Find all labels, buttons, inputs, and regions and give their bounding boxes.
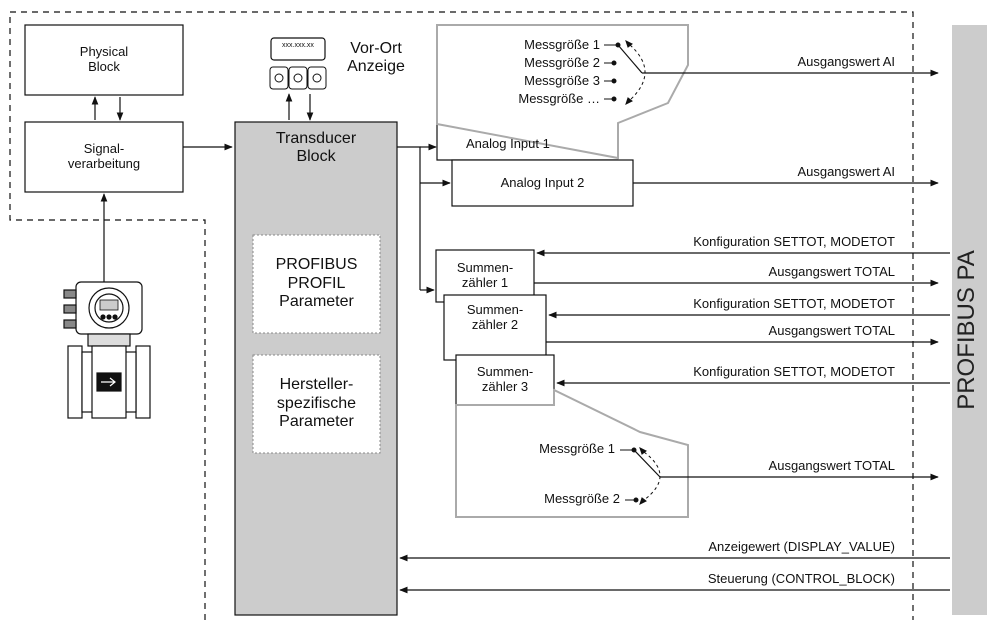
profibus-pa-label: PROFIBUS PA: [942, 200, 987, 460]
analog-input-2-block: [451, 159, 634, 207]
local-display-label: Vor-Ort Anzeige: [347, 40, 405, 76]
profibus-bus: [952, 25, 987, 615]
total-selector-switch: [620, 447, 688, 505]
signal-processing-label: Signal- verarbeitung: [67, 141, 141, 171]
physical-block: [24, 24, 184, 96]
flowmeter-icon: [63, 281, 151, 419]
total1-label: Ausgangswert TOTAL: [768, 264, 895, 279]
display-value-label: Anzeigewert (DISPLAY_VALUE): [708, 539, 895, 554]
profibus-pa-text: PROFIBUS PA: [953, 250, 980, 410]
total-selector-input-2: Messgröße 2: [544, 491, 620, 506]
control-block-label: Steuerung (CONTROL_BLOCK): [707, 571, 895, 586]
signal-processing-block: [24, 121, 184, 193]
analog-input-1-label: Analog Input 1: [466, 136, 550, 151]
total3-label: Ausgangswert TOTAL: [768, 458, 895, 473]
ai-selector-input-3: Messgröße 3: [524, 73, 600, 88]
display-keys-icon: [269, 66, 327, 90]
total-selector-callout: [455, 388, 689, 518]
profibus-profil-box: [252, 234, 381, 334]
cfg2-label: Konfiguration SETTOT, MODETOT: [693, 296, 895, 311]
manufacturer-param-box: [252, 354, 381, 454]
display-screen-icon: [270, 37, 326, 61]
totalizer-1-label: Summen- zähler 1: [456, 260, 514, 290]
total-selector-input-1: Messgröße 1: [539, 441, 615, 456]
ai-selector-input-1: Messgröße 1: [524, 37, 600, 52]
totalizer-3-block: [455, 354, 555, 406]
physical-block-label: Physical Block: [79, 44, 129, 74]
ai-selector-callout: [436, 24, 689, 160]
cfg3-label: Konfiguration SETTOT, MODETOT: [693, 364, 895, 379]
device-boundary: [9, 11, 914, 620]
totalizer-2-label: Summen- zähler 2: [466, 302, 524, 332]
ai-selector-input-4: Messgröße …: [518, 91, 600, 106]
ai2-output-label: Ausgangswert AI: [797, 164, 895, 179]
ai1-output-label: Ausgangswert AI: [797, 54, 895, 69]
profibus-profil-label: PROFIBUS PROFIL Parameter: [275, 256, 358, 311]
wire-transducer-out: [397, 146, 421, 290]
transducer-block-label: Transducer Block: [275, 130, 357, 166]
total2-label: Ausgangswert TOTAL: [768, 323, 895, 338]
analog-input-2-label: Analog Input 2: [500, 174, 585, 190]
totalizer-3-label: Summen- zähler 3: [476, 364, 534, 394]
ai-selector-input-2: Messgröße 2: [524, 55, 600, 70]
manufacturer-param-label: Hersteller- spezifische Parameter: [276, 376, 357, 431]
cfg1-label: Konfiguration SETTOT, MODETOT: [693, 234, 895, 249]
ai-selector-switch: [604, 40, 668, 105]
display-digits: xxx.xxx.xx: [282, 42, 314, 49]
